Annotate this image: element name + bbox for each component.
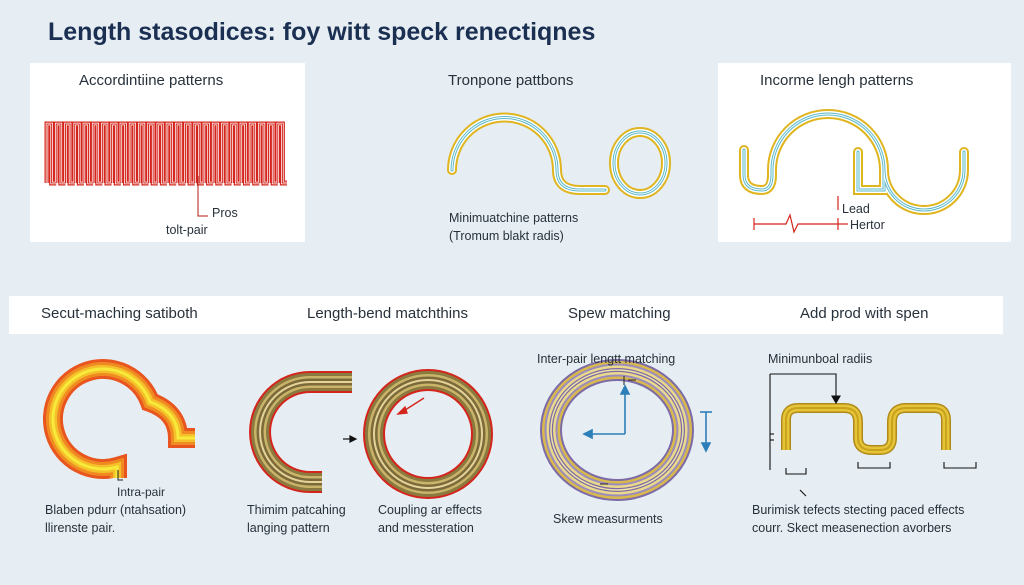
section-header-band [9,296,1003,334]
sec3-title: Inter-pair lengtt matching [537,352,676,366]
sec4-caption-line2: courr. Skect measenection avorbers [752,521,952,535]
sec4-title: Minimunboal radiis [768,352,873,366]
accordion-label-pair: tolt-pair [166,223,208,237]
trombone-label-1: Minimuatchine patterns [449,211,579,225]
section-title-2: Length-bend matchthins [307,305,468,322]
section-title-4: Add prod with spen [800,305,929,322]
trombone-panel-title: Tronpone pattbons [448,72,574,89]
sec2-caption-line1: Thimim patcahing [247,503,346,517]
section-title-1: Secut-maching satiboth [41,305,198,322]
sec2-caption-line2: langing pattern [247,521,330,535]
sec3-caption: Skew measurments [553,512,663,526]
sec2-caption-line4: and messteration [378,521,474,535]
incorme-label-hertor: Hertor [850,218,885,232]
sec2-caption-line3: Coupling ar effects [378,503,482,517]
intra-pair-label: Intra-pair [117,485,166,499]
incorme-panel-title: Incorme lengh patterns [760,72,914,89]
accordion-trace [46,123,287,184]
trombone-label-2: (Tromum blakt radis) [449,229,564,243]
accordion-label-pros: Pros [212,206,238,220]
sec1-caption-line2: llirenste pair. [45,521,116,535]
page-title: Length stasodices: foy witt speck renect… [48,18,596,46]
section-title-3: Spew matching [568,305,671,322]
accordion-panel-title: Accordintiine patterns [79,72,224,89]
sec4-caption-line1: Burimisk tefects stecting paced effects [752,503,965,517]
incorme-label-lead: Lead [842,202,870,216]
sec1-caption-line1: Blaben pdurr (ntahsation) [45,503,187,517]
accordion-leader-line [197,176,208,217]
